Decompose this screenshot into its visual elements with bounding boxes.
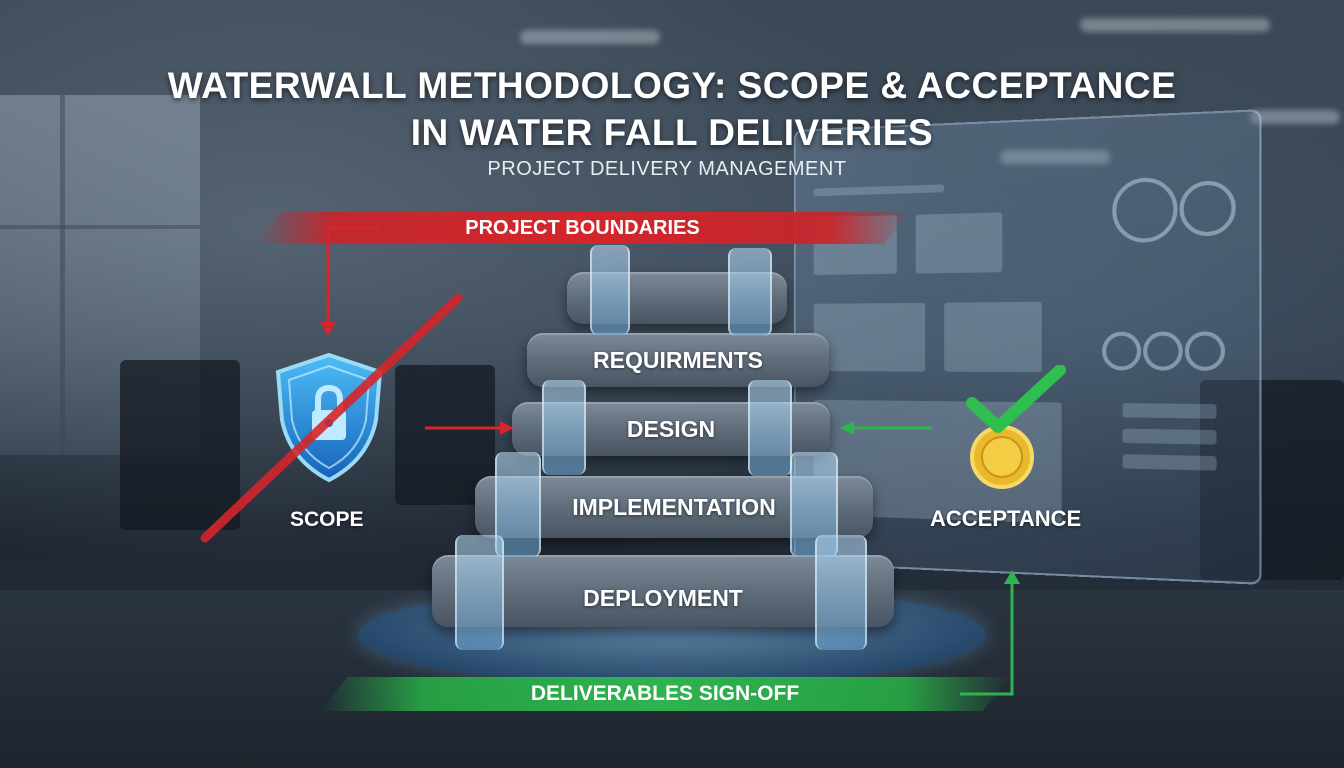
checkmark-icon [966, 364, 1066, 433]
page-subtitle: PROJECT DELIVERY MANAGEMENT [487, 158, 847, 180]
scope-arrowhead [320, 322, 336, 336]
water-stream [815, 535, 867, 650]
water-stream [455, 535, 504, 650]
acceptance-arrowhead [1004, 570, 1020, 584]
ceiling-light [1000, 150, 1110, 164]
acceptance-label: ACCEPTANCE [930, 506, 1082, 531]
acceptance-arrowhead [840, 421, 854, 435]
scope-arrowhead [500, 421, 514, 435]
page-title: WATERWALL METHODOLOGY: SCOPE & ACCEPTANC… [0, 62, 1344, 156]
title-line-2: IN WATER FALL DELIVERIES [410, 112, 934, 153]
office-desk [1200, 380, 1344, 580]
scope-label: SCOPE [290, 508, 364, 531]
water-stream [542, 380, 586, 475]
office-chair [120, 360, 240, 530]
deliverables-signoff-bar [320, 677, 1010, 711]
project-boundaries-label: PROJECT BOUNDARIES [465, 217, 700, 239]
tier-label: REQUIRMENTS [593, 347, 763, 373]
tier-requirements: REQUIRMENTS [527, 333, 829, 387]
deliverables-signoff-label: DELIVERABLES SIGN-OFF [530, 682, 800, 705]
tier-label: DEPLOYMENT [583, 585, 743, 611]
tier-label: DESIGN [626, 416, 716, 442]
signoff-to-acceptance-connector [960, 582, 1014, 696]
ceiling-light [520, 30, 660, 44]
boundary-to-scope-connector [326, 226, 380, 325]
water-stream [728, 248, 772, 336]
scope-crossout-line [200, 293, 463, 543]
ceiling-light [1250, 110, 1340, 124]
water-stream [748, 380, 792, 476]
ceiling-light [1080, 18, 1270, 32]
acceptance-badge [960, 364, 1070, 495]
water-stream [590, 245, 630, 335]
title-line-1: WATERWALL METHODOLOGY: SCOPE & ACCEPTANC… [167, 65, 1177, 106]
gold-medal-icon [970, 425, 1034, 489]
tier-label: IMPLEMENTATION [572, 494, 776, 520]
